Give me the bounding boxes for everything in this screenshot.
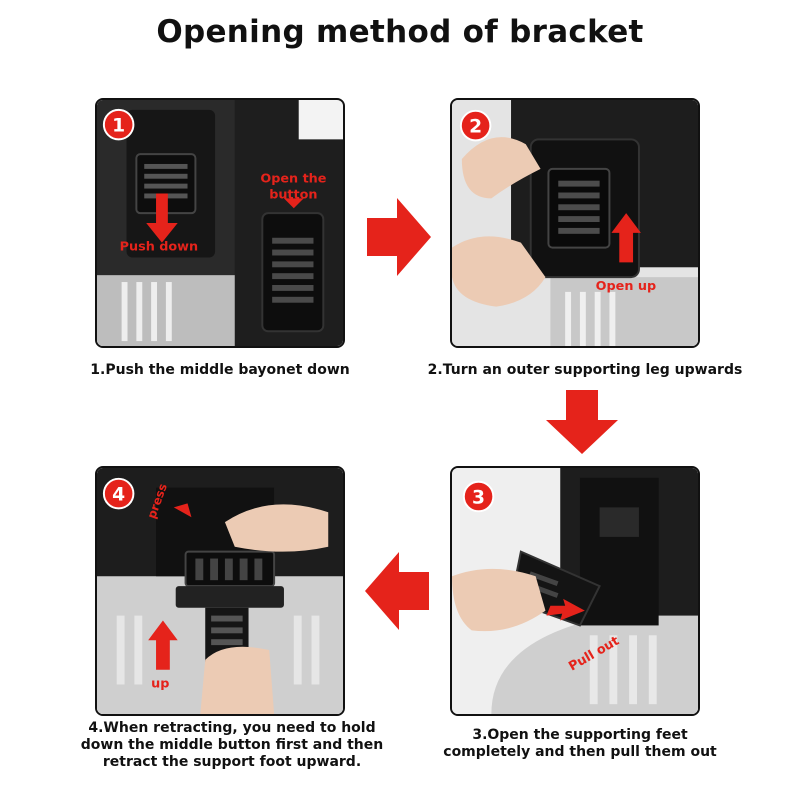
step-2-caption: 2.Turn an outer supporting leg upwards [427, 362, 743, 378]
press-arrow-icon [173, 503, 192, 518]
step-2-illustration: Open up 2 [452, 100, 698, 346]
step-3-caption: 3.Open the supporting feet completely an… [430, 727, 730, 761]
arrow-down-icon [546, 390, 618, 454]
up-arrow-icon [148, 620, 178, 670]
push-down-arrow-icon [146, 193, 178, 243]
step-4-caption-line-3: retract the support foot upward. [102, 754, 362, 770]
step-4-caption: 4.When retracting, you need to hold down… [62, 720, 402, 771]
button-pointer-icon [283, 198, 304, 209]
up-label: up [151, 676, 169, 691]
step-number-2: 2 [469, 116, 482, 137]
step-number-3: 3 [472, 487, 485, 508]
open-up-arrow-icon [611, 213, 641, 263]
step-4-illustration: up press 4 [97, 468, 343, 714]
arrow-right-icon [367, 198, 431, 276]
step-3-illustration: Pull out 3 [452, 468, 698, 714]
button-label: button [269, 187, 317, 202]
step-4-caption-line-2: down the middle button first and then [80, 737, 384, 753]
page-title: Opening method of bracket [156, 14, 644, 50]
step-1-panel: Push down Open the button 1 [95, 98, 345, 348]
step-4-caption-line-1: 4.When retracting, you need to hold [88, 720, 376, 736]
step-1-caption: 1.Push the middle bayonet down [90, 362, 350, 378]
open-up-label: Open up [596, 279, 656, 294]
step-4-panel: up press 4 [95, 466, 345, 716]
step-1-illustration: Push down Open the button 1 [97, 100, 343, 346]
open-the-label: Open the [260, 172, 326, 187]
step-number-1: 1 [112, 115, 125, 136]
step-badge-3 [462, 480, 495, 513]
step-2-panel: Open up 2 [450, 98, 700, 348]
step-badge-4 [102, 477, 135, 510]
step-3-caption-line-2: completely and then pull them out [443, 744, 717, 760]
push-down-label: Push down [120, 240, 198, 255]
pull-out-arrow-icon [546, 598, 585, 621]
arrow-left-icon [365, 552, 429, 630]
step-3-caption-line-1: 3.Open the supporting feet [472, 727, 688, 743]
step-3-panel: Pull out 3 [450, 466, 700, 716]
step-badge-2 [459, 109, 492, 142]
step-badge-1 [102, 108, 135, 141]
step-number-4: 4 [112, 484, 125, 505]
